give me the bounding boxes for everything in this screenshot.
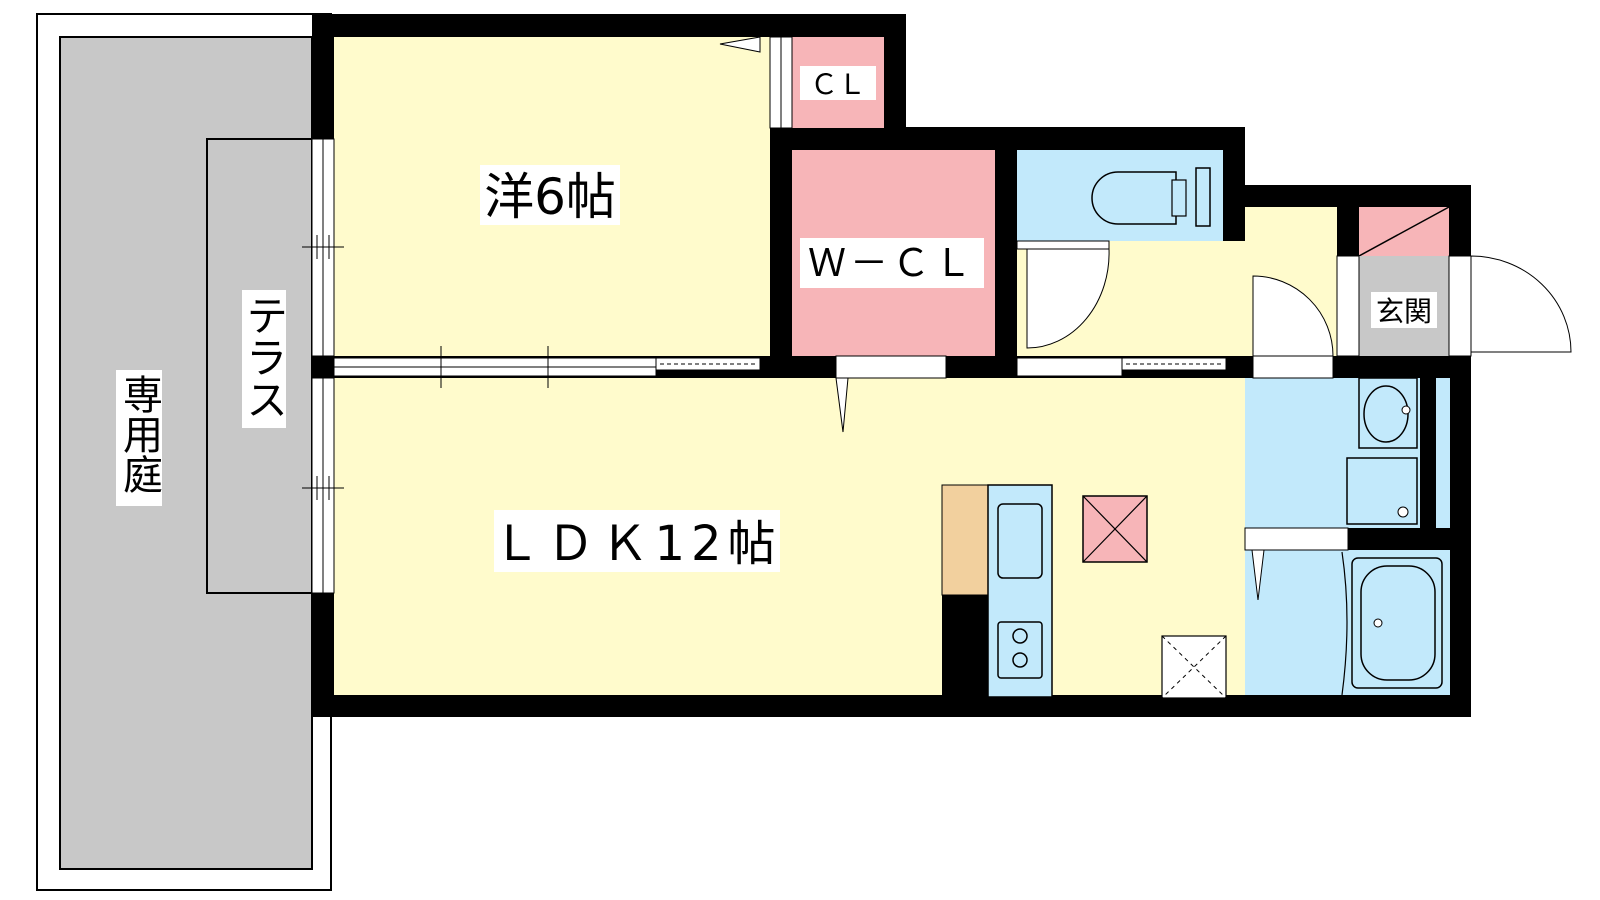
bath-curtain-line <box>1341 551 1348 696</box>
door-walk-in-closet <box>835 355 947 379</box>
door-bath <box>1244 527 1349 551</box>
walk-in-closet-label: Ｗ－ＣＬ <box>808 241 976 285</box>
door-entrance-swing <box>1470 255 1572 353</box>
refrigerator-cross <box>1082 495 1148 563</box>
door-walk-in-closet-leaf <box>835 377 849 433</box>
basin-bowl <box>1363 385 1409 443</box>
washing-machine-drain <box>1397 506 1409 518</box>
door-washroom-swing <box>1252 275 1334 357</box>
door-toilet-swing <box>1026 248 1110 349</box>
door-toilet <box>1016 240 1110 250</box>
storage-hatch-cross <box>1161 635 1227 699</box>
toilet-seat-hinge <box>1171 179 1187 217</box>
private-garden-label: 専用庭 <box>116 374 162 494</box>
door-hall-ldk-pocket <box>1121 357 1227 371</box>
kitchen-wall-stub <box>942 595 988 695</box>
bathtub-inner <box>1360 565 1436 681</box>
toilet-bowl <box>1091 171 1177 225</box>
door-hall-ldk <box>1016 357 1123 377</box>
entrance-label: 玄関 <box>1376 295 1432 328</box>
washroom-wall-slot <box>1420 378 1436 528</box>
private-garden-label-bg <box>116 370 162 506</box>
sliding-door-pocket <box>655 357 761 371</box>
western-room-label-bg <box>480 165 620 225</box>
toilet-tank <box>1195 167 1211 227</box>
western-room-label: 洋6帖 <box>484 168 616 226</box>
kitchen-stove <box>997 621 1043 679</box>
basin-drain <box>1401 405 1411 415</box>
terrace-label: テラス <box>240 294 289 420</box>
ldk-label-bg <box>494 510 780 572</box>
walk-in-closet-label-bg <box>800 238 984 288</box>
door-washroom <box>1252 355 1334 379</box>
door-bath-leaf <box>1251 549 1265 601</box>
door-entrance <box>1448 255 1472 357</box>
bathtub-drain <box>1373 618 1383 628</box>
shoe-closet-diagonal <box>1358 206 1450 257</box>
storage-hatch-cross <box>1161 635 1227 699</box>
stove-burner-icon <box>1012 652 1028 668</box>
entrance-label-bg <box>1371 292 1437 328</box>
kitchen-counter <box>941 484 989 596</box>
closet-label-bg <box>800 66 876 100</box>
terrace-label-bg <box>242 290 286 428</box>
kitchen-sink <box>997 503 1043 579</box>
door-western-room <box>719 36 761 53</box>
ldk-label: ＬＤＫ12帖 <box>492 516 781 572</box>
stove-burner-icon <box>1012 628 1028 644</box>
closet-label: ＣＬ <box>810 68 866 101</box>
door-entrance-step <box>1336 255 1360 357</box>
